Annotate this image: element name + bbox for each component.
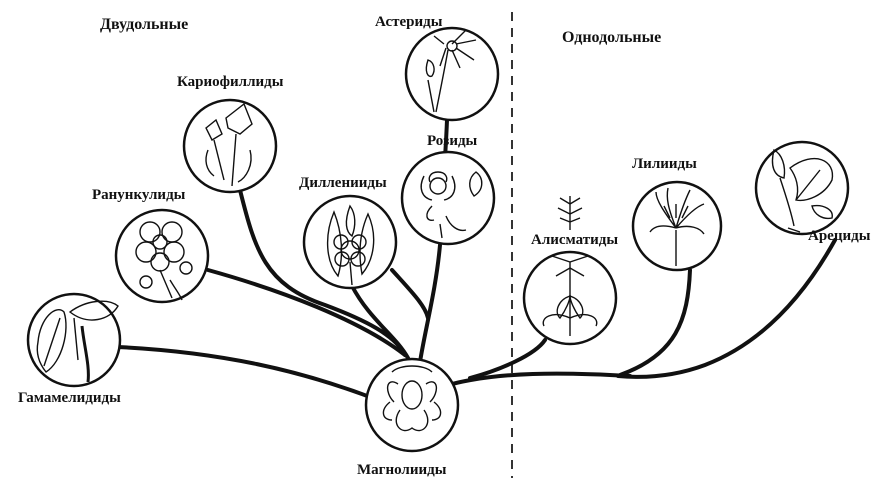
label-rosids: Розиды — [427, 134, 477, 149]
label-arecids: Арециды — [808, 229, 870, 244]
label-alismatids: Алисматиды — [531, 233, 618, 248]
label-asterids: Астериды — [375, 15, 442, 30]
label-magnoliids: Магнолииды — [357, 463, 446, 478]
node-arecids — [756, 142, 848, 234]
dicots-label: Двудольные — [100, 17, 188, 33]
node-dilleniids — [304, 196, 396, 288]
monocots-label: Однодольные — [562, 30, 661, 46]
node-hamamelids — [28, 294, 120, 386]
node-caryophyllids — [184, 100, 276, 192]
node-asterids — [406, 28, 498, 120]
label-liliids: Лилииды — [632, 157, 697, 172]
nodes — [28, 28, 848, 451]
node-ranunculids — [116, 210, 208, 302]
label-hamamelids: Гамамелидиды — [18, 391, 121, 406]
label-caryophyllids: Кариофиллиды — [177, 75, 283, 90]
label-ranunculids: Ранункулиды — [92, 188, 185, 203]
branch-hamamelids — [118, 347, 378, 400]
node-magnoliids — [366, 359, 458, 451]
branch-ranunculids — [208, 270, 405, 355]
branch-dill-to-rosid — [392, 270, 428, 318]
label-dilleniids: Дилленииды — [299, 176, 387, 191]
branch-liliids — [620, 270, 690, 375]
